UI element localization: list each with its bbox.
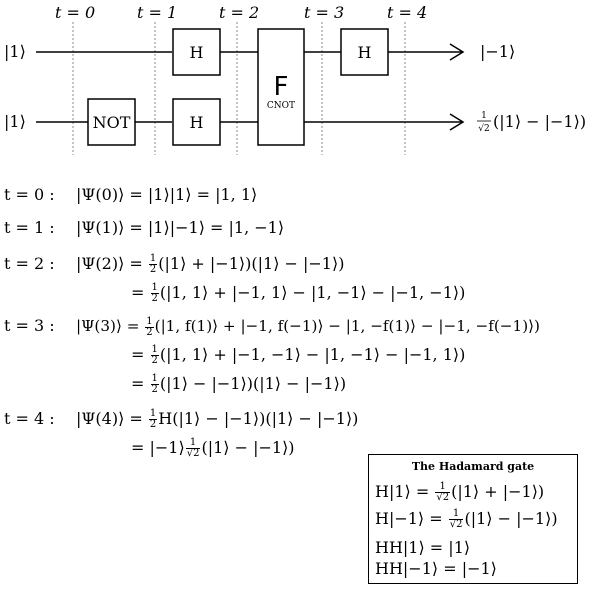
equation-t1: |Ψ(1)⟩ = |1⟩|−1⟩ = |1, −1⟩: [76, 218, 285, 237]
hadamard-gate-bottom-1: [172, 98, 221, 146]
bottom-arrow-icon: [449, 113, 465, 131]
top-arrow-icon: [449, 43, 465, 61]
not-gate: [87, 98, 136, 146]
top-output-label: |−1⟩: [480, 42, 515, 61]
time-label-2: t = 2: [219, 3, 259, 22]
hadamard-gate-top-1: [172, 28, 221, 76]
bottom-input-label: |1⟩: [4, 112, 26, 131]
h-gate-label: H: [358, 43, 372, 62]
hadamard-rule-4: HH|−1⟩ = |−1⟩: [375, 559, 497, 578]
t1-label: t = 1 :: [4, 218, 55, 237]
fraction-one-over-root-two: 1√2: [185, 437, 201, 459]
equation-t4-line2: = |−1⟩1√2(|1⟩ − |−1⟩): [131, 437, 295, 459]
cnot-f-gate: [257, 28, 305, 146]
time-label-0: t = 0: [55, 3, 95, 22]
hadamard-rule-1: H|1⟩ = 1√2(|1⟩ + |−1⟩): [375, 481, 545, 503]
time-label-3: t = 3: [304, 3, 344, 22]
top-input-label: |1⟩: [4, 42, 26, 61]
bottom-output-fraction-denominator: √2: [478, 123, 489, 134]
bottom-output-fraction-numerator: 1: [481, 111, 487, 121]
hadamard-reference-box: The Hadamard gate H|1⟩ = 1√2(|1⟩ + |−1⟩)…: [368, 454, 578, 584]
not-gate-label: NOT: [93, 113, 131, 132]
t4-label: t = 4 :: [4, 409, 55, 428]
t0-label: t = 0 :: [4, 185, 55, 204]
h-gate-label: H: [190, 113, 204, 132]
fraction-one-over-root-two: 1√2: [435, 481, 451, 503]
hadamard-rule-2: H|−1⟩ = 1√2(|1⟩ − |−1⟩): [375, 508, 558, 530]
fraction-one-over-root-two: 1√2: [448, 508, 464, 530]
t2-label: t = 2 :: [4, 254, 55, 273]
f-gate-symbol: F: [274, 72, 289, 102]
bottom-output-label: (|1⟩ − |−1⟩): [493, 112, 586, 131]
hadamard-rule-3: HH|1⟩ = |1⟩: [375, 538, 471, 557]
cnot-label: CNOT: [267, 101, 295, 111]
t3-label: t = 3 :: [4, 316, 55, 335]
h-gate-label: H: [190, 43, 204, 62]
hadamard-box-title: The Hadamard gate: [411, 460, 535, 473]
time-label-1: t = 1: [137, 3, 177, 22]
time-label-4: t = 4: [387, 3, 427, 22]
equation-t0: |Ψ(0)⟩ = |1⟩|1⟩ = |1, 1⟩: [76, 185, 258, 204]
hadamard-gate-top-2: [340, 28, 389, 76]
